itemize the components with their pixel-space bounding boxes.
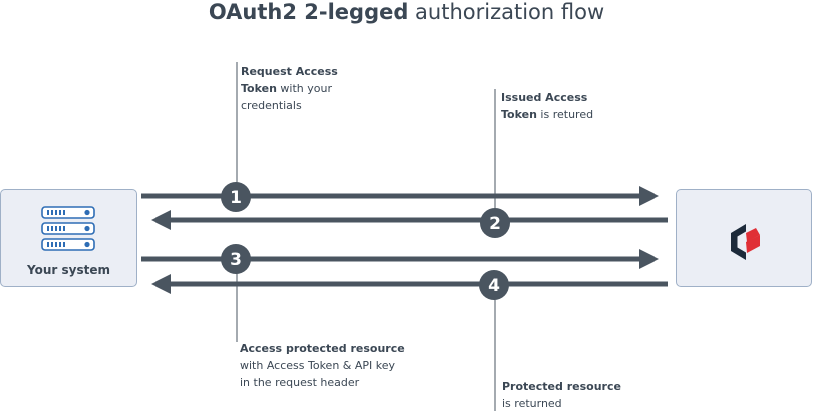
step-1-note-rest-2: with your xyxy=(276,82,332,95)
step-2-badge: 2 xyxy=(480,208,510,238)
step-3-note-line-2: with Access Token & API key xyxy=(240,359,396,372)
step-3-note: Access protected resource with Access To… xyxy=(240,340,405,391)
step-3-note-line-3: in the request header xyxy=(240,376,360,389)
step-1-badge: 1 xyxy=(221,182,251,212)
step-2-note-bold-2: Token xyxy=(501,108,537,121)
step-1-note: Request Access Token with your credentia… xyxy=(241,63,338,114)
diagram-title: OAuth2 2-legged authorization flow xyxy=(0,0,813,24)
step-3-note-bold-1: Access protected resource xyxy=(240,342,405,355)
step-4-badge: 4 xyxy=(479,270,509,300)
title-rest: authorization flow xyxy=(408,0,605,24)
step-1-note-bold-1: Request Access xyxy=(241,65,338,78)
your-system-label: Your system xyxy=(27,263,110,277)
provider-box xyxy=(676,189,812,287)
step-2-number: 2 xyxy=(489,214,501,234)
provider-logo-icon xyxy=(731,224,760,260)
title-bold: OAuth2 2-legged xyxy=(208,0,409,24)
step-4-note: Protected resource is returned xyxy=(502,378,621,412)
step-1-note-line-3: credentials xyxy=(241,99,302,112)
step-2-note-rest-2: is retured xyxy=(536,108,594,121)
step-4-number: 4 xyxy=(488,276,500,296)
step-2-note: Issued Access Token is retured xyxy=(501,89,593,123)
step-4-note-line-2: is returned xyxy=(502,397,562,410)
step-3-number: 3 xyxy=(230,250,242,270)
step-4-note-bold-1: Protected resource xyxy=(502,380,621,393)
your-system-box: Your system xyxy=(0,189,137,287)
step-3-badge: 3 xyxy=(221,244,251,274)
server-stack-icon xyxy=(41,206,95,251)
step-1-number: 1 xyxy=(230,188,242,208)
step-2-note-bold-1: Issued Access xyxy=(501,91,588,104)
step-1-note-bold-2: Token xyxy=(241,82,277,95)
